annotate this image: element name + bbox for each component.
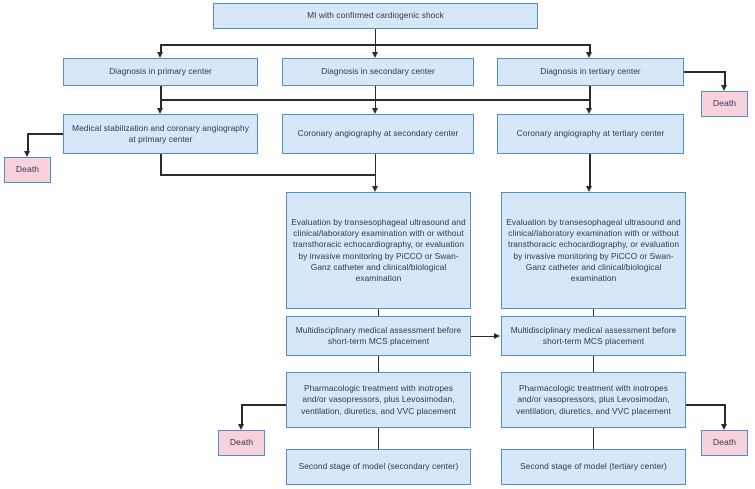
edge-angio-tertiary-to-evaluation	[589, 154, 591, 188]
arrowhead-angio-tertiary-to-evaluation	[586, 186, 593, 192]
node-root-label: MI with confirmed cardiogenic shock	[307, 10, 444, 21]
edge-primary-angio-elbow-v2	[374, 174, 377, 188]
edge-assessment-secondary-to-tertiary	[471, 335, 495, 338]
edge-tertiary-diagnosis-to-death-h	[684, 71, 726, 73]
node-angiography-primary: Medical stabilization and coronary angio…	[63, 114, 258, 154]
edge-tertiary-diagnosis-to-death-v	[724, 71, 726, 87]
edge-diagnosis-to-angio-primary	[160, 99, 162, 110]
edge-diagnosis-to-angio-tertiary	[589, 99, 591, 110]
arrowhead-root-to-secondary	[371, 52, 378, 58]
node-assessment-secondary: Multidisciplinary medical assessment bef…	[286, 316, 471, 356]
node-angiography-primary-label: Medical stabilization and coronary angio…	[72, 122, 249, 144]
arrowhead-root-to-primary	[157, 52, 164, 58]
edge-pharmacologic-tertiary-to-second-stage	[592, 428, 595, 450]
node-pharmacologic-tertiary: Pharmacologic treatment with inotropes a…	[501, 372, 686, 428]
edge-pharmacologic-tertiary-to-death-v	[724, 404, 726, 426]
node-angiography-tertiary: Coronary angiography at tertiary center	[497, 114, 684, 154]
arrowhead-primary-angio-to-death	[24, 151, 31, 157]
node-diagnosis-primary: Diagnosis in primary center	[63, 58, 258, 86]
edge-diagnosis-primary-stem	[160, 86, 162, 100]
arrowhead-tertiary-diagnosis-to-death	[721, 85, 728, 91]
node-second-stage-tertiary-label: Second stage of model (tertiary center)	[520, 461, 667, 472]
node-diagnosis-secondary-label: Diagnosis in secondary center	[321, 66, 435, 77]
edge-evaluation-secondary-to-assessment	[377, 309, 380, 317]
node-angiography-tertiary-label: Coronary angiography at tertiary center	[516, 128, 665, 139]
edge-primary-angio-to-death-h	[27, 133, 63, 135]
node-death-primary-angiography-label: Death	[15, 164, 40, 175]
arrowhead-assessment-secondary-to-tertiary	[494, 332, 500, 339]
arrowhead-diagnosis-to-angio-tertiary	[586, 108, 593, 114]
edge-root-to-secondary	[374, 44, 377, 54]
node-angiography-secondary: Coronary angiography at secondary center	[282, 114, 474, 154]
edge-root-to-primary	[160, 44, 162, 54]
edge-assessment-tertiary-to-pharmacologic	[592, 356, 595, 373]
node-root: MI with confirmed cardiogenic shock	[213, 3, 538, 29]
arrowhead-diagnosis-to-angio-primary	[157, 108, 164, 114]
edge-pharmacologic-secondary-to-death-v	[241, 404, 243, 426]
node-pharmacologic-secondary: Pharmacologic treatment with inotropes a…	[286, 372, 471, 428]
node-diagnosis-tertiary: Diagnosis in tertiary center	[497, 58, 684, 86]
edge-diagnosis-tertiary-stem	[589, 86, 591, 100]
edge-pharmacologic-tertiary-to-death-h	[686, 404, 726, 406]
node-diagnosis-primary-label: Diagnosis in primary center	[109, 66, 212, 77]
arrowhead-pharmacologic-secondary-to-death	[238, 424, 245, 430]
node-evaluation-secondary-label: Evaluation by transesophageal ultrasound…	[291, 216, 466, 283]
edge-pharmacologic-secondary-to-second-stage	[377, 428, 380, 450]
edge-diagnosis-to-angio-secondary	[374, 99, 377, 110]
node-second-stage-secondary: Second stage of model (secondary center)	[286, 449, 471, 485]
node-assessment-tertiary: Multidisciplinary medical assessment bef…	[501, 316, 686, 356]
node-death-secondary-pharmacologic-label: Death	[229, 437, 254, 448]
edge-root-to-tertiary	[589, 44, 591, 54]
node-death-tertiary-pharmacologic-label: Death	[712, 437, 737, 448]
node-death-tertiary-diagnosis: Death	[701, 91, 748, 117]
edge-diagnosis-secondary-stem	[374, 86, 377, 100]
node-second-stage-secondary-label: Second stage of model (secondary center)	[298, 461, 459, 472]
node-pharmacologic-secondary-label: Pharmacologic treatment with inotropes a…	[301, 383, 456, 416]
node-assessment-secondary-label: Multidisciplinary medical assessment bef…	[295, 324, 462, 346]
node-diagnosis-secondary: Diagnosis in secondary center	[282, 58, 474, 86]
arrowhead-root-to-tertiary	[586, 52, 593, 58]
node-second-stage-tertiary: Second stage of model (tertiary center)	[501, 449, 686, 485]
arrowhead-diagnosis-to-angio-secondary	[371, 108, 378, 114]
edge-primary-angio-elbow-h	[160, 174, 376, 176]
edge-primary-angio-to-death-v	[27, 133, 29, 153]
edge-primary-angio-elbow-v1	[160, 154, 162, 175]
node-evaluation-secondary: Evaluation by transesophageal ultrasound…	[286, 192, 471, 309]
edge-angio-secondary-to-evaluation	[374, 154, 377, 174]
node-assessment-tertiary-label: Multidisciplinary medical assessment bef…	[510, 324, 677, 346]
edge-evaluation-tertiary-to-assessment	[592, 309, 595, 317]
node-death-tertiary-diagnosis-label: Death	[712, 98, 737, 109]
node-death-tertiary-pharmacologic: Death	[701, 430, 748, 456]
edge-pharmacologic-secondary-to-death-h	[241, 404, 286, 406]
node-angiography-secondary-label: Coronary angiography at secondary center	[297, 128, 459, 139]
arrowhead-primary-angio-to-evaluation-secondary	[371, 186, 378, 192]
arrowhead-pharmacologic-tertiary-to-death	[721, 424, 728, 430]
node-evaluation-tertiary: Evaluation by transesophageal ultrasound…	[501, 192, 686, 309]
edge-root-stem	[374, 29, 377, 45]
node-pharmacologic-tertiary-label: Pharmacologic treatment with inotropes a…	[516, 383, 671, 416]
node-death-primary-angiography: Death	[4, 157, 51, 183]
node-diagnosis-tertiary-label: Diagnosis in tertiary center	[540, 66, 641, 77]
node-evaluation-tertiary-label: Evaluation by transesophageal ultrasound…	[506, 216, 681, 283]
edge-assessment-secondary-to-pharmacologic	[377, 356, 380, 373]
node-death-secondary-pharmacologic: Death	[218, 430, 265, 456]
